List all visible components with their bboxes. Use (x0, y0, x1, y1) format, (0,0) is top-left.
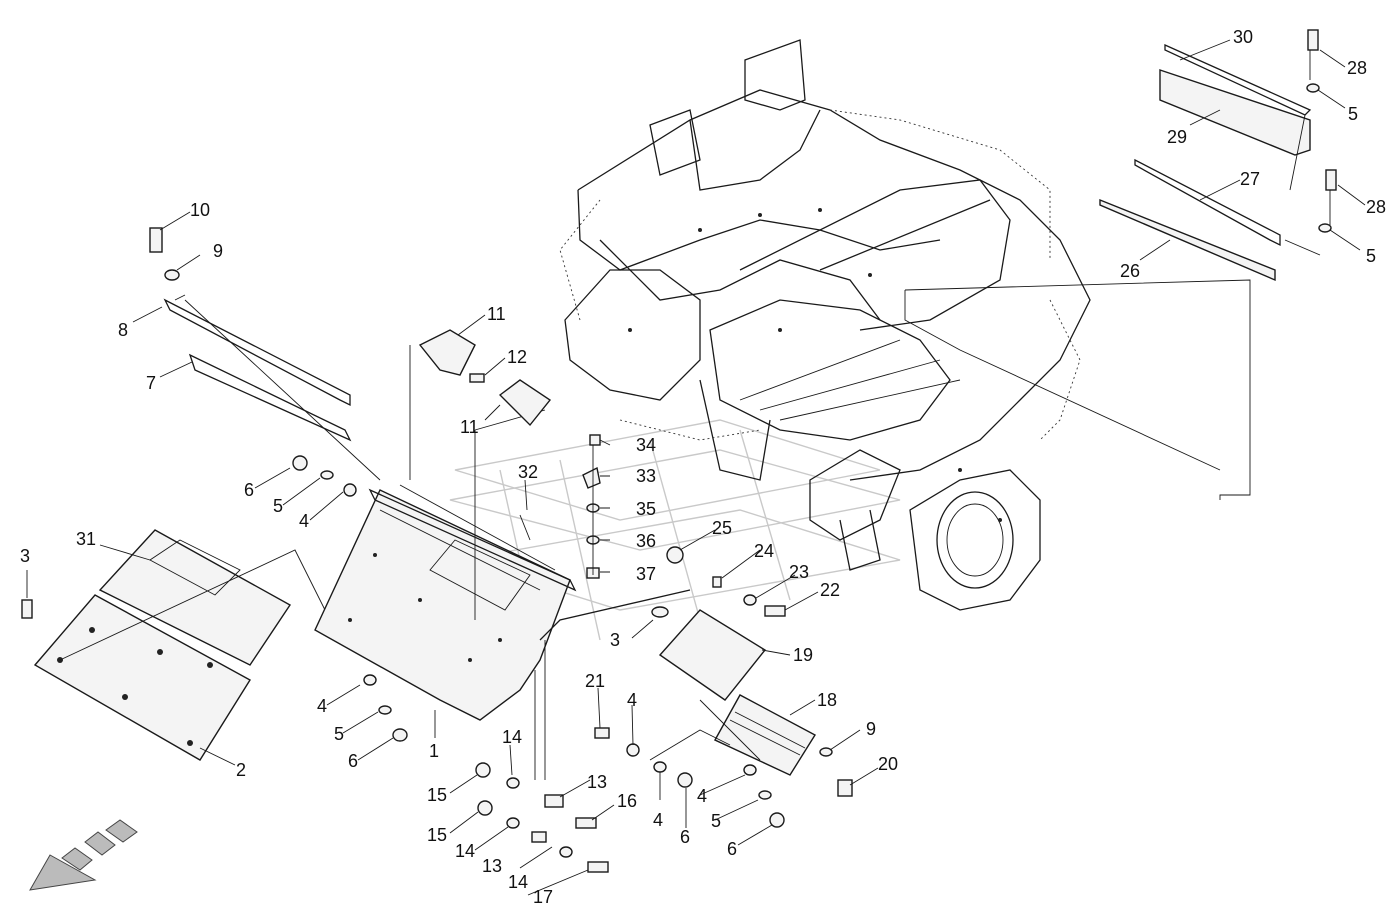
callout-4b: 4 (317, 696, 327, 716)
callout-29: 29 (1167, 127, 1187, 147)
callout-4e: 4 (697, 786, 707, 806)
plate-19-and-block-18 (539, 589, 816, 776)
callout-1: 1 (429, 741, 439, 761)
callout-6d: 6 (727, 839, 737, 859)
callout-5a: 5 (1348, 104, 1358, 124)
callout-4a: 4 (299, 511, 309, 531)
callout-30: 30 (1233, 27, 1253, 47)
callout-23: 23 (789, 562, 809, 582)
callout-5e: 5 (711, 811, 721, 831)
callout-25: 25 (712, 518, 732, 538)
callout-7: 7 (146, 373, 156, 393)
callout-12: 12 (507, 347, 527, 367)
cover-plates-top-right (1099, 29, 1337, 282)
callout-5c: 5 (273, 496, 283, 516)
callout-6a: 6 (244, 480, 254, 500)
callout-5d: 5 (334, 724, 344, 744)
callout-32: 32 (518, 462, 538, 482)
callout-9a: 9 (213, 241, 223, 261)
callout-20: 20 (878, 754, 898, 774)
callout-14a: 14 (502, 727, 522, 747)
callout-19: 19 (793, 645, 813, 665)
brackets-11 (418, 329, 552, 427)
left-bracket-7-8 (149, 227, 381, 481)
callout-14b: 14 (455, 841, 475, 861)
callout-15a: 15 (427, 785, 447, 805)
fasteners-22-25 (666, 546, 786, 617)
callout-17: 17 (533, 887, 553, 907)
callout-6b: 6 (348, 751, 358, 771)
callout-33: 33 (636, 466, 656, 486)
callout-26: 26 (1120, 261, 1140, 281)
callout-13b: 13 (482, 856, 502, 876)
callout-14c: 14 (508, 872, 528, 892)
callout-27: 27 (1240, 169, 1260, 189)
callout-11b: 11 (460, 417, 479, 437)
callout-4d: 4 (653, 810, 663, 830)
callout-11a: 11 (487, 304, 506, 324)
callout-36: 36 (636, 531, 656, 551)
callout-10: 10 (190, 200, 210, 220)
callout-34: 34 (636, 435, 656, 455)
callout-4c: 4 (627, 690, 637, 710)
floor-plates-2-31 (21, 529, 331, 761)
main-frame-assembly (559, 39, 1251, 611)
callout-31: 31 (76, 529, 96, 549)
callout-18: 18 (817, 690, 837, 710)
callout-28a: 28 (1347, 58, 1367, 78)
callout-3b: 3 (610, 630, 620, 650)
callout-24: 24 (754, 541, 774, 561)
callout-8: 8 (118, 320, 128, 340)
callout-5b: 5 (1366, 246, 1376, 266)
callout-3: 3 (20, 546, 30, 566)
lower-fasteners (292, 455, 853, 873)
callout-22: 22 (820, 580, 840, 600)
callout-labels: 1 2 3 3 4 4 4 4 4 5 5 5 5 5 6 6 6 6 7 8 … (20, 27, 1386, 907)
callout-15b: 15 (427, 825, 447, 845)
callout-35: 35 (636, 499, 656, 519)
callout-28b: 28 (1366, 197, 1386, 217)
front-direction-arrow-icon (29, 819, 138, 891)
callout-6c: 6 (680, 827, 690, 847)
callout-13a: 13 (587, 772, 607, 792)
fastener-stack-33-37 (519, 434, 601, 579)
callout-16: 16 (617, 791, 637, 811)
callout-9b: 9 (866, 719, 876, 739)
callout-37: 37 (636, 564, 656, 584)
main-cover-1 (314, 345, 577, 780)
callout-2: 2 (236, 760, 246, 780)
callout-21: 21 (585, 671, 605, 691)
leader-lines (26, 39, 1366, 896)
